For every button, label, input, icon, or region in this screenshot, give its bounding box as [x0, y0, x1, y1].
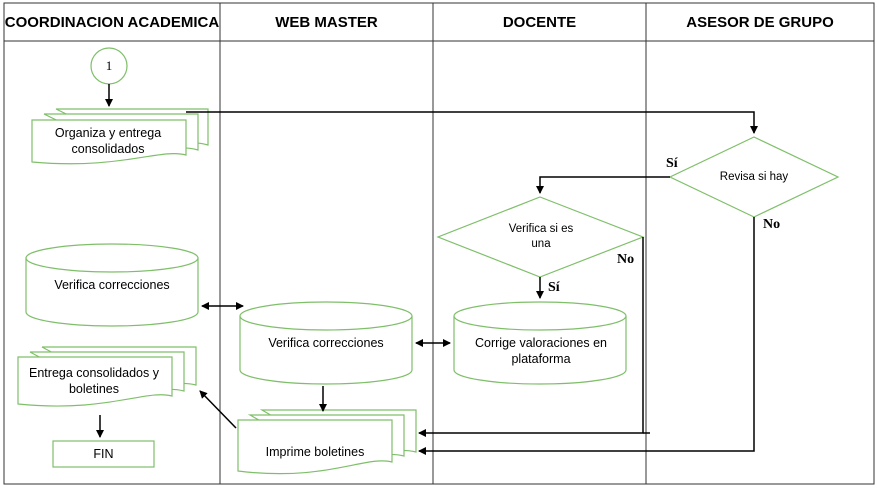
verifica-coord-label: Verifica correcciones	[54, 278, 170, 292]
arrow-revisa-no	[418, 217, 755, 455]
verifica-web-label: Verifica correcciones	[268, 336, 384, 350]
connector-label: 1	[105, 58, 113, 73]
entrega-label: Entrega consolidados y boletines	[29, 366, 159, 396]
organiza-shape	[31, 108, 209, 165]
revisa-no-label: No	[763, 217, 781, 232]
lane-header-web-master: WEB MASTER	[275, 13, 378, 31]
verifica-si-yes-label: Sí	[548, 280, 560, 295]
organiza-label: Organiza y entrega consolidados	[54, 126, 162, 156]
arrow-revisa-si	[536, 176, 670, 194]
lane-header-asesor: ASESOR DE GRUPO	[686, 13, 834, 31]
lane-header-coordinacion: COORDINACION ACADEMICA	[4, 13, 220, 31]
arrow-organiza-to-revisa	[186, 111, 758, 134]
lane-grid	[3, 2, 875, 485]
verifica-web-shape	[239, 301, 413, 385]
lane-header-docente: DOCENTE	[502, 13, 577, 31]
imprime-shape	[237, 409, 417, 475]
verifica-si-label: Verifica si es una	[508, 223, 574, 250]
flow-arrows	[96, 84, 758, 455]
revisa-label: Revisa si hay	[719, 170, 789, 183]
verifica-coord-shape	[25, 243, 199, 327]
revisa-si-label: Sí	[666, 156, 678, 171]
arrow-imprime-to-entrega	[199, 390, 237, 429]
verifica-si-no-label: No	[617, 252, 635, 267]
fin-label: FIN	[93, 447, 114, 461]
corrige-shape	[453, 301, 627, 385]
fin-shape	[52, 440, 155, 468]
entrega-shape	[17, 346, 197, 407]
imprime-label: Imprime boletines	[265, 445, 365, 459]
corrige-label: Corrige valoraciones en plataforma	[474, 336, 607, 366]
